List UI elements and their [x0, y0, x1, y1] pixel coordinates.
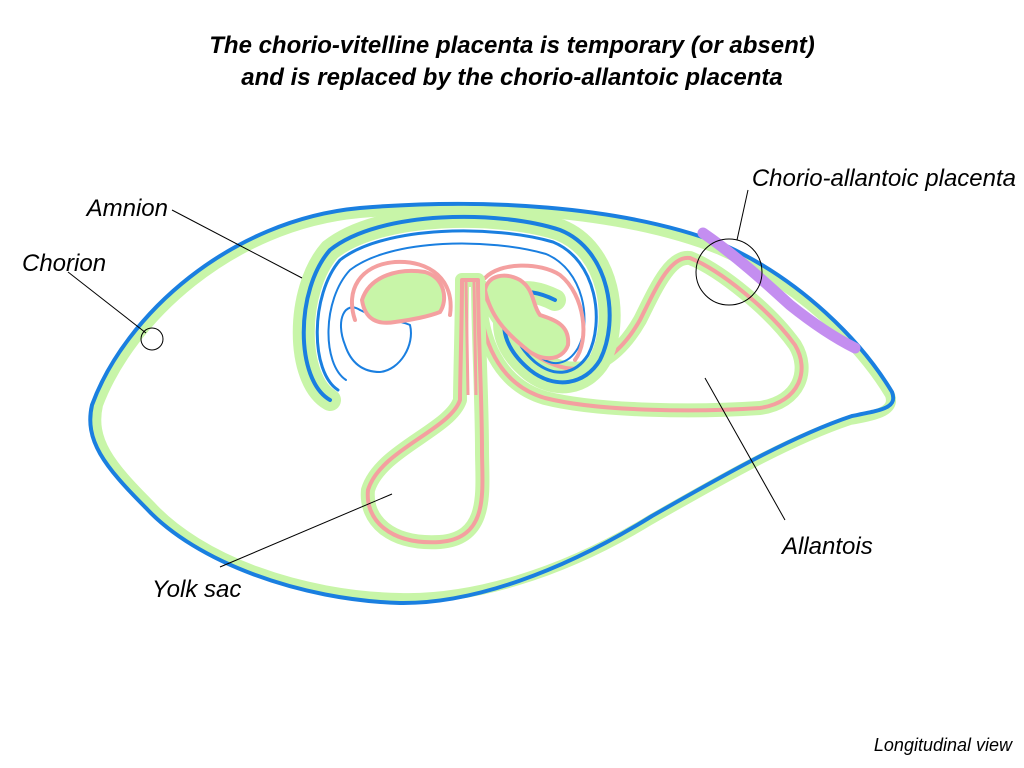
- title-line-1: The chorio-vitelline placenta is tempora…: [209, 32, 815, 59]
- amnion-leader-line: [171, 209, 303, 279]
- footer-note: Longitudinal view: [873, 735, 1012, 755]
- label-yolk-sac: Yolk sac: [152, 576, 241, 603]
- yolk-sac-leader-line: [219, 493, 393, 568]
- chorion-green-layer: [91, 203, 896, 604]
- label-allantois: Allantois: [780, 533, 873, 560]
- amnion-inner-left-curl: [340, 306, 412, 373]
- placenta-leader-line: [736, 189, 749, 241]
- label-amnion: Amnion: [85, 195, 168, 222]
- embryo-right-lobe: [482, 273, 571, 361]
- chorio-allantoic-placenta-band: [697, 227, 861, 354]
- chorion-outline: [88, 201, 896, 606]
- amnion-outline-inner: [327, 242, 586, 381]
- embryo-left-lobe: [359, 268, 447, 325]
- label-chorio-allantoic-placenta: Chorio-allantoic placenta: [752, 165, 1016, 192]
- yolk-stalk-inner: [464, 281, 478, 396]
- placenta-highlight-circle: [695, 238, 763, 306]
- amnion-outline-mid: [315, 229, 598, 392]
- yolk-sac-outline: [365, 278, 485, 545]
- allantois-leader-line: [704, 377, 786, 521]
- embryonic-mesoderm-outline: [349, 259, 586, 362]
- title-line-2: and is replaced by the chorio-allantoic …: [241, 64, 783, 91]
- label-chorion: Chorion: [22, 250, 106, 277]
- slide-title: The chorio-vitelline placenta is tempora…: [0, 30, 1024, 94]
- chorion-highlight-circle: [140, 327, 164, 351]
- chorion-leader-line: [67, 271, 147, 334]
